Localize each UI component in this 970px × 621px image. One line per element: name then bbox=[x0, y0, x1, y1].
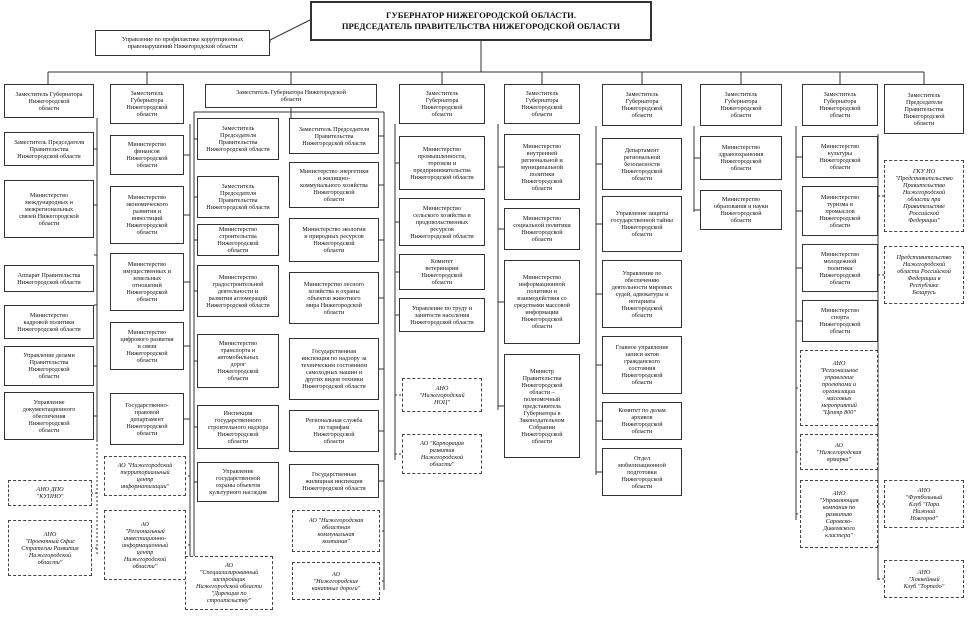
col6-item: Управление защиты государственной тайны … bbox=[602, 196, 682, 252]
col3-right-item: Министерство энергетики и жилищно- комму… bbox=[289, 162, 379, 208]
col2-item: Министерство цифрового развития и связи … bbox=[110, 322, 184, 370]
col8-item: Министерство спорта Нижегородской област… bbox=[802, 300, 878, 342]
col1-org: АНО "Проектный Офис Стратегии Развития Н… bbox=[8, 520, 92, 576]
governor-title: ГУБЕРНАТОР НИЖЕГОРОДСКОЙ ОБЛАСТИ. bbox=[385, 10, 577, 20]
col6-item: Управление по обеспечению деятельности м… bbox=[602, 260, 682, 328]
col7-item: Министерство образования и науки Нижегор… bbox=[700, 190, 782, 230]
col6-item: Департамент региональной безопасности Ни… bbox=[602, 138, 682, 190]
col6-item: Главное управление записи актов гражданс… bbox=[602, 336, 682, 394]
col2-item: Министерство финансов Нижегородской обла… bbox=[110, 135, 184, 175]
col3-left-item: Министерство строительства Нижегородской… bbox=[197, 224, 279, 256]
col6-item: Комитет по делам архивов Нижегородской о… bbox=[602, 402, 682, 440]
col1-item: Министерство международных и межрегионал… bbox=[4, 180, 94, 238]
col6-item: Отдел мобилизационной подготовки Нижегор… bbox=[602, 448, 682, 496]
col2-item: Министерство имущественных и земельных о… bbox=[110, 253, 184, 311]
col1-item: Заместитель Председателя Правительства Н… bbox=[4, 132, 94, 166]
col1-item: Аппарат Правительства Нижегородской обла… bbox=[4, 265, 94, 292]
col3-left-item: Управление государственной охраны объект… bbox=[197, 462, 279, 502]
col2-item: Министерство экономического развития и и… bbox=[110, 186, 184, 244]
col9-org: АНО "Футбольный Клуб "Пари Нижний Новгор… bbox=[884, 480, 964, 528]
col8-org: АНО "Управляющая компания по развитию Са… bbox=[800, 480, 878, 548]
col3-head: Заместитель Губернатора Нижегородской об… bbox=[205, 84, 377, 108]
col4-org: АО "Корпорация развития Нижегородской об… bbox=[402, 434, 482, 474]
col3-right-item: Региональная служба по тарифам Нижегород… bbox=[289, 410, 379, 452]
col9-org: Представительство Нижегородской области … bbox=[884, 246, 964, 304]
col3-left-item: Министерство градостроительной деятельно… bbox=[197, 265, 279, 317]
col5-item: Министр Правительства Нижегородской обла… bbox=[504, 354, 580, 458]
col2-org: АО "Региональный инвестиционно- информац… bbox=[104, 510, 186, 580]
col4-item: Министерство сельского хозяйства и продо… bbox=[399, 198, 485, 246]
col5-item: Министерство социальной политики Нижегор… bbox=[504, 208, 580, 250]
col2-org: АО "Нижегородский территориальный центр … bbox=[104, 456, 186, 496]
col1-item: Управление делами Правительства Нижегоро… bbox=[4, 346, 94, 386]
col7-item: Министерство здравоохранения Нижегородск… bbox=[700, 136, 782, 180]
col6-head: Заместитель Губернатора Нижегородской об… bbox=[602, 84, 682, 126]
col1-org: АНО ДПО "КУПНО" bbox=[8, 480, 92, 506]
col9-head: Заместитель Председателя Правительства Н… bbox=[884, 84, 964, 134]
col3-left-item: Заместитель Председателя Правительства Н… bbox=[197, 176, 279, 218]
col5-head: Заместитель Губернатора Нижегородской об… bbox=[504, 84, 580, 124]
col3-org: АО "Нижегородская областная коммунальная… bbox=[292, 510, 380, 552]
col8-head: Заместитель Губернатора Нижегородской об… bbox=[802, 84, 878, 126]
col8-org: АО "Нижегородская ярмарка" bbox=[800, 434, 878, 470]
col3-left-item: Заместитель Председателя Правительства Н… bbox=[197, 118, 279, 160]
col4-item: Комитет ветеринарии Нижегородской област… bbox=[399, 254, 485, 290]
col3-right-item: Государственная жилищная инспекция Нижег… bbox=[289, 464, 379, 498]
col4-org: АНО "Нижегородский НОЦ" bbox=[402, 378, 482, 412]
col3-right-item: Государственная инспекция по надзору за … bbox=[289, 338, 379, 400]
col5-item: Министерство внутренней региональной и м… bbox=[504, 134, 580, 200]
col4-item: Министерство промышленности, торговли и … bbox=[399, 136, 485, 190]
col7-head: Заместитель Губернатора Нижегородской об… bbox=[700, 84, 782, 126]
col3-org: АО "Специализированный застройщик Нижего… bbox=[185, 556, 273, 610]
governor-box: ГУБЕРНАТОР НИЖЕГОРОДСКОЙ ОБЛАСТИ. ПРЕДСЕ… bbox=[310, 1, 652, 41]
col2-item: Государственно- правовой департамент Ниж… bbox=[110, 393, 184, 445]
col1-head: Заместитель Губернатора Нижегородской об… bbox=[4, 84, 94, 118]
col1-item: Министерство кадровой политики Нижегород… bbox=[4, 305, 94, 339]
col9-org: АНО "Хоккейный Клуб "Торпедо" bbox=[884, 560, 964, 598]
col9-org: ГКУ НО "Представительство Правительства … bbox=[884, 160, 964, 232]
col2-head: Заместитель Губернатора Нижегородской об… bbox=[110, 84, 184, 124]
col3-left-item: Министерство транспорта и автомобильных … bbox=[197, 334, 279, 388]
col3-right-item: Министерство экологии и природных ресурс… bbox=[289, 218, 379, 262]
col8-item: Министерство молодежной политики Нижегор… bbox=[802, 244, 878, 292]
connector-line bbox=[269, 19, 311, 41]
col3-right-item: Заместитель Председателя Правительства Н… bbox=[289, 118, 379, 154]
col8-org: АНО "Региональное управление проектами и… bbox=[800, 350, 878, 426]
col4-head: Заместитель Губернатора Нижегородской об… bbox=[399, 84, 485, 124]
col8-item: Министерство культуры Нижегородской обла… bbox=[802, 136, 878, 178]
col3-right-item: Министерство лесного хозяйства и охраны … bbox=[289, 272, 379, 324]
col3-org: АО "Нижегородские канатные дороги" bbox=[292, 562, 380, 600]
col1-item: Управление документационного обеспечения… bbox=[4, 392, 94, 440]
anticorruption-box: Управление по профилактике коррупционных… bbox=[95, 30, 270, 56]
col4-item: Управление по труду и занятости населени… bbox=[399, 298, 485, 332]
col5-item: Министерство информационной политики и в… bbox=[504, 260, 580, 344]
chairman-title: ПРЕДСЕДАТЕЛЬ ПРАВИТЕЛЬСТВА НИЖЕГОРОДСКОЙ… bbox=[341, 21, 621, 31]
col8-item: Министерство туризма и промыслов Нижегор… bbox=[802, 186, 878, 236]
col3-left-item: Инспекция государственного строительного… bbox=[197, 405, 279, 449]
